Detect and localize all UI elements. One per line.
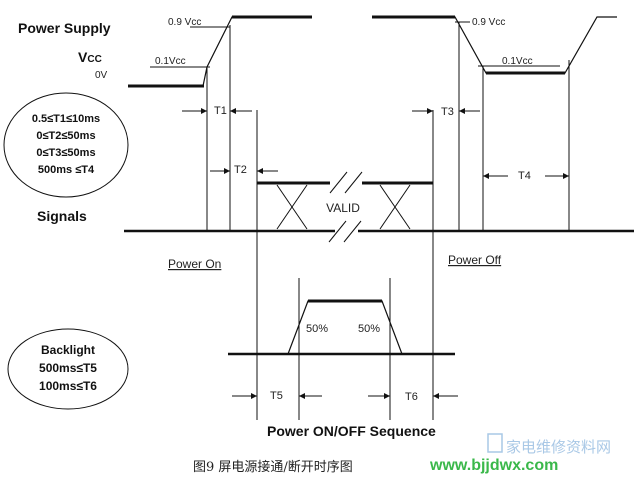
watermark-book-icon bbox=[487, 433, 503, 453]
backlight-ellipse bbox=[7, 328, 129, 410]
backlight-50pct-right: 50% bbox=[358, 323, 380, 335]
valid-label: VALID bbox=[326, 201, 360, 215]
vcc-label: VCC bbox=[78, 49, 102, 65]
backlight-title: Backlight bbox=[41, 343, 95, 357]
vcc10-label-right: 0.1Vcc bbox=[502, 56, 533, 67]
break-mark-bottom-1 bbox=[328, 220, 347, 243]
signal-cross-d bbox=[379, 184, 411, 230]
vcc10-label-left: 0.1Vcc bbox=[155, 56, 186, 67]
constraint-t6: 100ms≤T6 bbox=[39, 379, 97, 393]
vcc90-label-right: 0.9 Vcc bbox=[472, 17, 505, 28]
constraints-ellipse bbox=[3, 92, 129, 198]
constraint-t4: 500ms ≤T4 bbox=[38, 164, 95, 176]
t1-label: T1 bbox=[214, 105, 227, 117]
constraint-t3: 0≤T3≤50ms bbox=[36, 147, 95, 159]
break-mark-top-2 bbox=[344, 171, 363, 194]
break-mark-bottom-2 bbox=[343, 220, 362, 243]
zero-volt-label: 0V bbox=[95, 70, 108, 81]
t4-label: T4 bbox=[518, 170, 531, 182]
power-supply-label: Power Supply bbox=[18, 20, 111, 36]
vcc90-label-left: 0.9 Vcc bbox=[168, 17, 201, 28]
backlight-50pct-left: 50% bbox=[306, 323, 328, 335]
signal-cross-b bbox=[276, 184, 308, 230]
t2-label: T2 bbox=[234, 164, 247, 176]
t5-label: T5 bbox=[270, 390, 283, 402]
constraint-t2: 0≤T2≤50ms bbox=[36, 130, 95, 142]
break-mark-top-1 bbox=[329, 171, 348, 194]
figure-caption: 图9 屏电源接通/断开时序图 bbox=[193, 459, 353, 475]
constraint-t1: 0.5≤T1≤10ms bbox=[32, 113, 100, 125]
signals-label: Signals bbox=[37, 208, 87, 224]
watermark-cn: 家电维修资料网 bbox=[506, 438, 611, 456]
t6-label: T6 bbox=[405, 391, 418, 403]
watermark-url: www.bjjdwx.com bbox=[429, 457, 558, 474]
t3-label: T3 bbox=[441, 106, 454, 118]
power-on-label: Power On bbox=[168, 257, 221, 271]
constraint-t5: 500ms≤T5 bbox=[39, 361, 97, 375]
power-off-label: Power Off bbox=[448, 253, 502, 267]
sequence-title: Power ON/OFF Sequence bbox=[267, 423, 436, 439]
watermark: 家电维修资料网 www.bjjdwx.com bbox=[429, 433, 611, 474]
